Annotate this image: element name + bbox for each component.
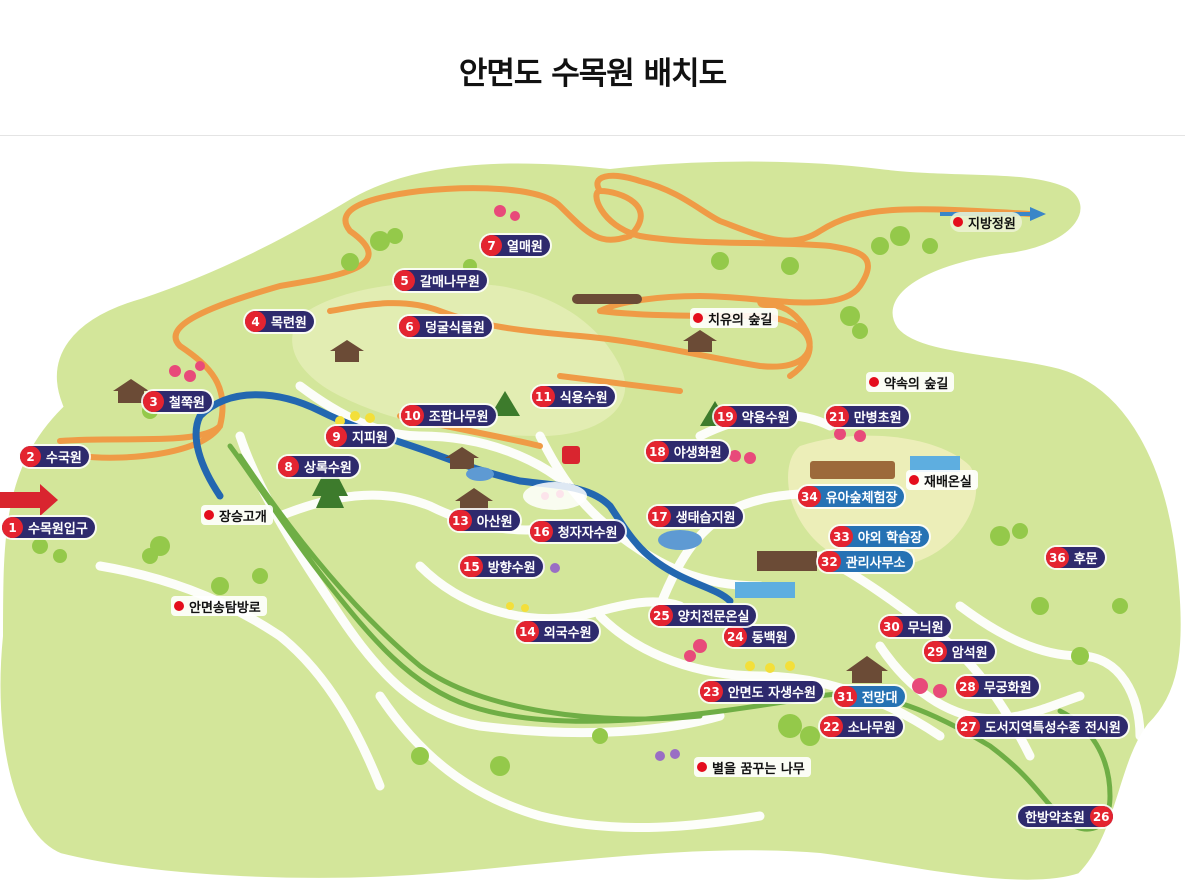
tree-icons: [32, 226, 1128, 776]
building-icons: [113, 294, 960, 683]
location-dot-icon: [953, 217, 963, 227]
entrance-arrow-icon: [0, 484, 58, 516]
place-label-cultivation-greenhouse[interactable]: 재배온실: [906, 470, 978, 490]
location-dot-icon: [869, 377, 879, 387]
location-dot-icon: [693, 313, 703, 323]
place-label-anmyeon-pine-trail[interactable]: 안면송탐방로: [171, 596, 267, 616]
place-label-local-garden[interactable]: 지방정원: [950, 212, 1022, 232]
location-dot-icon: [909, 475, 919, 485]
location-dot-icon: [697, 762, 707, 772]
place-label-jangseung-pass[interactable]: 장승고개: [201, 505, 273, 525]
page-title: 안면도 수목원 배치도: [458, 56, 727, 92]
place-label-healing-forest-trail[interactable]: 치유의 숲길: [690, 308, 779, 328]
header: 안면도 수목원 배치도: [0, 0, 1185, 136]
place-label-star-dreaming-tree[interactable]: 별을 꿈꾸는 나무: [694, 757, 811, 777]
map-background: [0, 155, 1185, 886]
place-label-promise-forest-trail[interactable]: 약속의 숲길: [866, 372, 955, 392]
location-dot-icon: [174, 601, 184, 611]
location-dot-icon: [204, 510, 214, 520]
